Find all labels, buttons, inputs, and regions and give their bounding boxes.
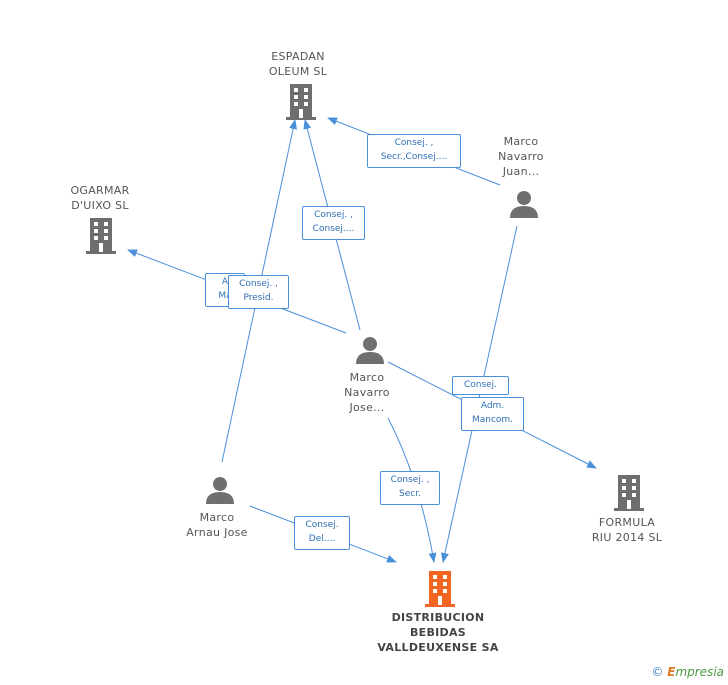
edge-label-jose-formula[interactable]: Consej. [452, 376, 509, 395]
label-line: Juan... [502, 165, 540, 178]
building-icon[interactable] [614, 475, 644, 511]
node-ogarmar-label: OGARMAR D'UIXO SL [50, 183, 150, 213]
edge-label-line: Consej. , [314, 210, 353, 220]
label-line: OLEUM SL [268, 65, 328, 78]
node-marco-jose-label: Marco Navarro Jose... [317, 370, 417, 415]
brand-name: mpresia [675, 665, 724, 679]
copyright-icon: © [651, 665, 664, 679]
edge-label-line: Consej.... [312, 224, 355, 234]
edge-label-jose-dist[interactable]: Consej. , Secr. [380, 471, 440, 505]
label-line: Jose... [349, 401, 385, 414]
edge-label-line: A [221, 277, 229, 287]
edge-label-line: Consej. [463, 380, 498, 390]
node-distribucion-label: DISTRIBUCION BEBIDAS VALLDEUXENSE SA [368, 610, 508, 655]
edge-label-arnau-dist[interactable]: Consej. Del.... [294, 516, 350, 550]
person-icon[interactable] [355, 335, 385, 365]
brand-initial: E [667, 665, 676, 679]
building-icon[interactable] [86, 218, 116, 254]
label-line: Arnau Jose [186, 526, 248, 539]
label-line: FORMULA [598, 516, 656, 529]
edge-label-juan-espadan[interactable]: Consej. , Secr.,Consej.... [367, 134, 461, 168]
edge-label-line: Adm. [480, 401, 505, 411]
label-line: VALLDEUXENSE SA [377, 641, 499, 654]
label-line: ESPADAN [271, 50, 325, 63]
edge-label-line: Consej. [305, 520, 339, 530]
edge-label-line: Consej. , [394, 138, 434, 148]
edge-label-line: Presid. [243, 293, 274, 303]
edge-label-line: Ma [218, 291, 232, 301]
label-line: DISTRIBUCION [391, 611, 485, 624]
edge-label-juan-dist[interactable]: Adm. Mancom. [461, 397, 524, 431]
label-line: Marco [199, 511, 235, 524]
edge-label-line: Secr. [399, 489, 421, 499]
person-icon[interactable] [509, 189, 539, 219]
node-marco-arnau-label: Marco Arnau Jose [167, 510, 267, 540]
empresia-logo[interactable]: © Empresia [651, 665, 724, 679]
person-icon[interactable] [205, 475, 235, 505]
label-line: OGARMAR [70, 184, 130, 197]
edge-label-arnau-espadan[interactable]: Consej. , Presid. [228, 275, 289, 309]
edge-label-line: Consej. , [390, 475, 430, 485]
label-line: RIU 2014 SL [591, 531, 663, 544]
edge-label-line: Consej. , [239, 279, 278, 289]
label-line: Marco [349, 371, 385, 384]
edge-label-jose-espadan[interactable]: Consej. , Consej.... [302, 206, 365, 240]
label-line: Marco [503, 135, 539, 148]
label-line: Navarro [344, 386, 390, 399]
edge-label-line: Del.... [308, 534, 336, 544]
edge-label-line: Secr.,Consej.... [380, 152, 448, 162]
node-marco-juan-label: Marco Navarro Juan... [471, 134, 571, 179]
node-espadan-label: ESPADAN OLEUM SL [248, 49, 348, 79]
label-line: D'UIXO SL [71, 199, 129, 212]
building-icon[interactable] [425, 571, 455, 607]
building-icon[interactable] [286, 84, 316, 120]
edge-label-line: Mancom. [471, 415, 514, 425]
label-line: BEBIDAS [409, 626, 467, 639]
node-formula-label: FORMULA RIU 2014 SL [577, 515, 677, 545]
label-line: Navarro [498, 150, 544, 163]
